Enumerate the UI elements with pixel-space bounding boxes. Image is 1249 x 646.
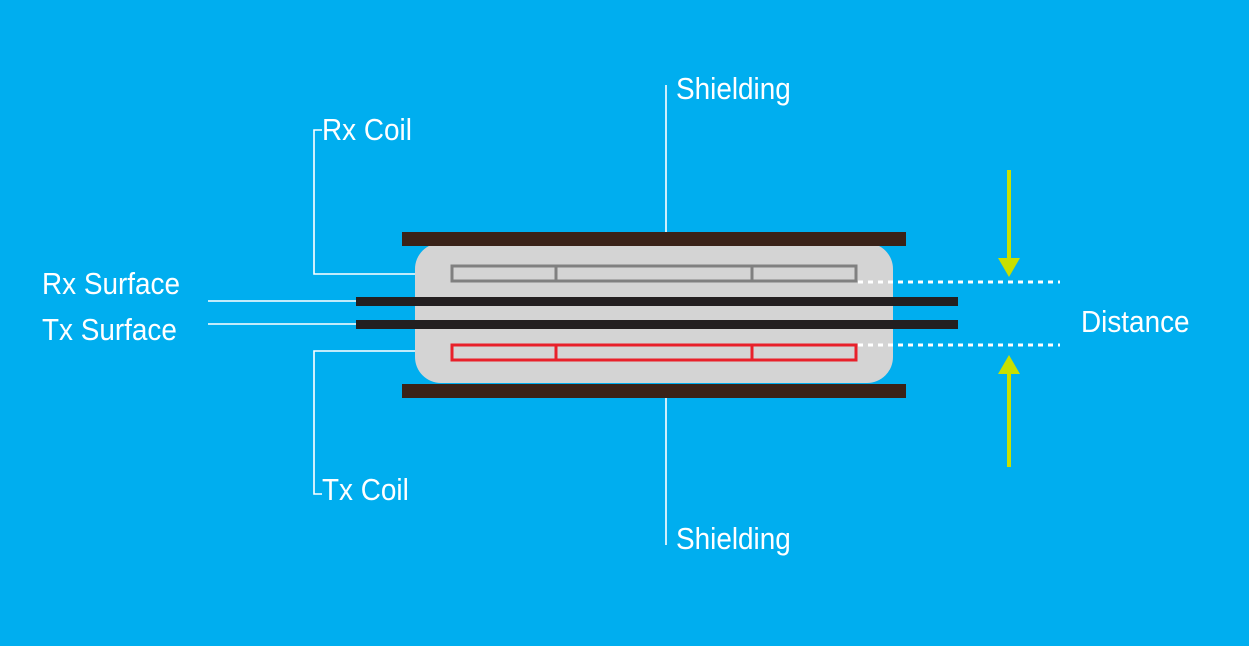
shielding-bottom-label: Shielding: [676, 521, 791, 556]
distance-arrow-up-head: [998, 355, 1020, 374]
tx-surface-label: Tx Surface: [42, 312, 177, 347]
distance-arrow-down-head: [998, 258, 1020, 277]
rx-surface-layer: [356, 297, 958, 306]
tx-coil: [450, 343, 858, 362]
rx-coil-label: Rx Coil: [322, 112, 412, 147]
distance-arrows: [998, 170, 1020, 467]
rx-surface-label: Rx Surface: [42, 266, 181, 301]
shielding-top-label: Shielding: [676, 71, 791, 106]
tx-coil-outline: [450, 343, 858, 362]
leader-lines: [208, 85, 667, 545]
shielding-top-plate: [402, 232, 906, 246]
tx-coil-label: Tx Coil: [322, 472, 409, 507]
distance-label: Distance: [1081, 304, 1190, 339]
rx-coil-leader: [313, 129, 452, 275]
tx-surface-layer: [356, 320, 958, 329]
rx-coil: [450, 264, 858, 283]
distance-reference-lines: [858, 280, 1060, 347]
shielding-bottom-plate: [402, 384, 906, 398]
tx-coil-leader: [313, 350, 452, 495]
housing: [415, 243, 893, 383]
rx-coil-outline: [450, 264, 858, 283]
